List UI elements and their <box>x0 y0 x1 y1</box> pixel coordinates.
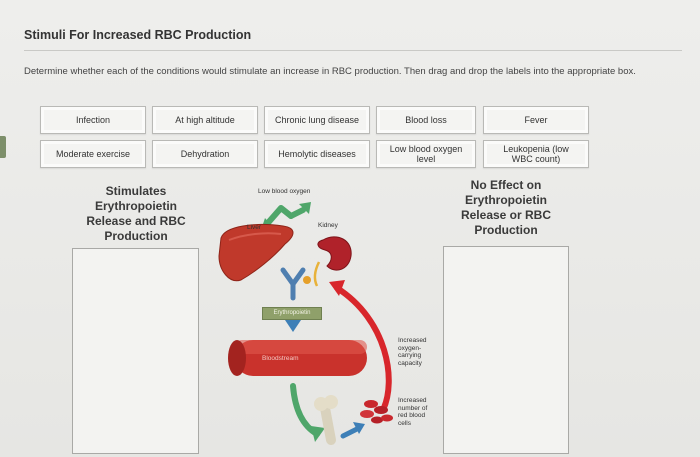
feedback-arrow <box>334 285 392 413</box>
label-dehydration[interactable]: Dehydration <box>152 140 258 168</box>
figure-label-increased-rbc: Increased number of red blood cells <box>398 397 428 427</box>
red-blood-cells-icon <box>360 400 393 424</box>
stimulates-drop-box[interactable] <box>72 248 199 454</box>
label-fever[interactable]: Fever <box>483 106 589 134</box>
blue-arrow-icon <box>340 425 362 439</box>
figure-label-bloodstream: Bloodstream <box>262 355 299 362</box>
side-tab-marker <box>0 136 6 158</box>
figure-label-liver: Liver <box>247 224 262 231</box>
erythropoiesis-diagram <box>218 202 393 445</box>
title-divider <box>24 50 682 51</box>
kidney-icon <box>317 236 352 271</box>
figure-label-kidney: Kidney <box>318 222 338 229</box>
no-effect-heading: No Effect on Erythropoietin Release or R… <box>460 178 552 237</box>
label-low-blood-oxygen-level[interactable]: Low blood oxygen level <box>376 140 476 168</box>
down-arrow-icon <box>285 320 301 332</box>
page-title: Stimuli For Increased RBC Production <box>24 28 252 42</box>
liver-icon <box>218 224 294 282</box>
label-leukopenia[interactable]: Leukopenia (low WBC count) <box>483 140 589 168</box>
figure-label-low-blood-oxygen: Low blood oxygen <box>258 188 311 195</box>
bone-icon <box>314 395 338 445</box>
figure-label-erythropoietin: Erythropoietin <box>262 307 322 320</box>
instructions-text: Determine whether each of the conditions… <box>24 66 636 77</box>
erythropoietin-receptor-icon <box>280 267 311 301</box>
figure-label-increased-capacity: Increased oxygen-carrying capacity <box>398 337 427 367</box>
stimulates-heading: Stimulates Erythropoietin Release and RB… <box>86 184 186 243</box>
label-high-altitude[interactable]: At high altitude <box>152 106 258 134</box>
no-effect-drop-box[interactable] <box>443 246 569 454</box>
bloodstream-vessel <box>228 340 367 376</box>
label-blood-loss[interactable]: Blood loss <box>376 106 476 134</box>
label-infection[interactable]: Infection <box>40 106 146 134</box>
label-chronic-lung-disease[interactable]: Chronic lung disease <box>264 106 370 134</box>
label-moderate-exercise[interactable]: Moderate exercise <box>40 140 146 168</box>
label-hemolytic-diseases[interactable]: Hemolytic diseases <box>264 140 370 168</box>
